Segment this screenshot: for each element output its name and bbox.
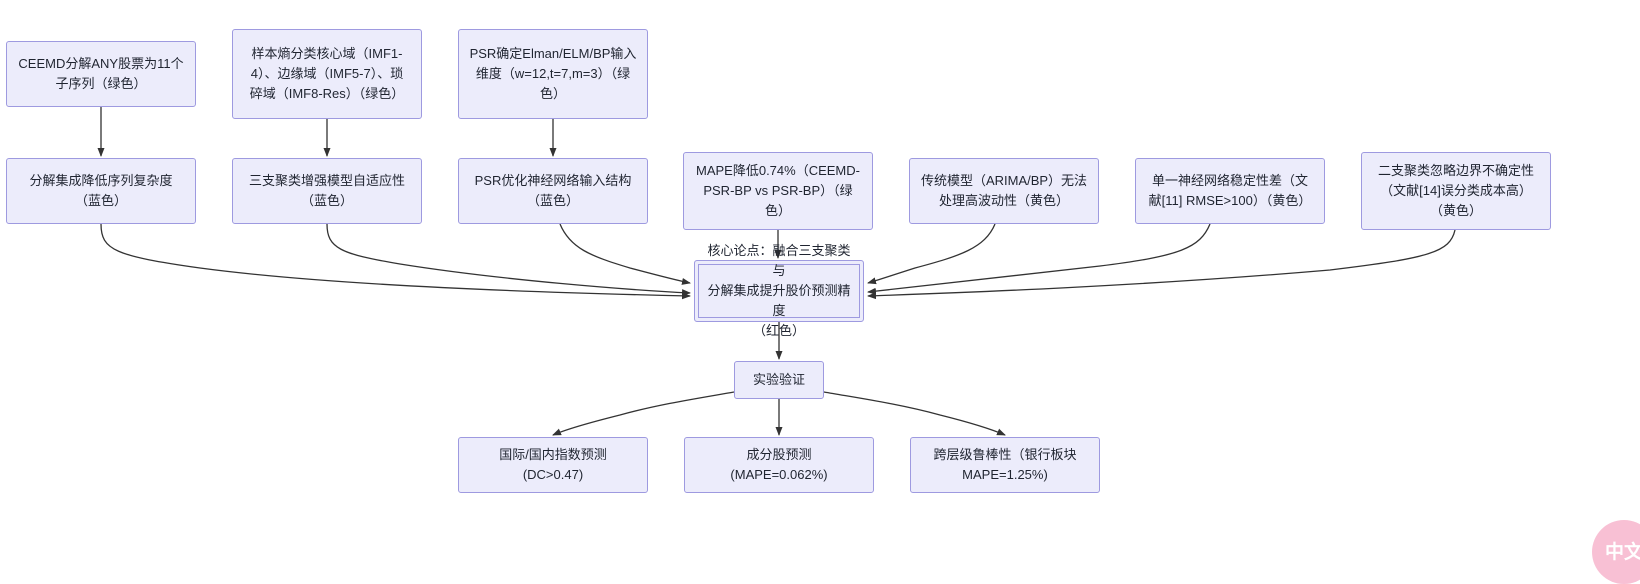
node-label: 核心论点：融合三支聚类与 分解集成提升股价预测精度 （红色） — [707, 243, 851, 338]
edge-n4-to-core — [100, 223, 691, 300]
node-n9[interactable]: 单一神经网络稳定性差（文 献[11] RMSE>100）（黄色） — [1135, 158, 1325, 224]
node-label: PSR优化神经网络输入结构 （蓝色） — [474, 173, 632, 208]
node-label: MAPE降低0.74%（CEEMD- PSR-BP vs PSR-BP）（绿 色… — [696, 163, 860, 218]
node-label: 成分股预测 (MAPE=0.062%) — [730, 447, 828, 482]
node-r2[interactable]: 成分股预测 (MAPE=0.062%) — [684, 437, 874, 493]
node-n3[interactable]: PSR确定Elman/ELM/BP输入 维度（w=12,t=7,m=3）（绿 色… — [458, 29, 648, 119]
node-label: 样本熵分类核心域（IMF1- 4）、边缘域（IMF5-7）、琐 碎域（IMF8-… — [249, 46, 405, 101]
node-label: 三支聚类增强模型自适应性 （蓝色） — [248, 173, 405, 208]
node-label: 跨层级鲁棒性（银行板块 MAPE=1.25%) — [933, 447, 1077, 482]
node-r1[interactable]: 国际/国内指数预测 (DC>0.47) — [458, 437, 648, 493]
edge-exp-to-r1 — [552, 391, 735, 436]
node-n4[interactable]: 分解集成降低序列复杂度 （蓝色） — [6, 158, 196, 224]
node-exp[interactable]: 实验验证 — [734, 361, 824, 399]
watermark-label: 中文 — [1604, 541, 1640, 563]
edge-n5-to-core — [326, 223, 691, 297]
edge-n10-to-core — [867, 229, 1456, 300]
node-label: 实验验证 — [752, 372, 805, 387]
node-n1[interactable]: CEEMD分解ANY股票为11个 子序列（绿色） — [6, 41, 196, 107]
edge-exp-to-r3 — [823, 391, 1006, 436]
edge-n9-to-core — [867, 223, 1211, 295]
edge-n6-to-core — [559, 223, 691, 285]
node-label: 二支聚类忽略边界不确定性 （文献[14]误分类成本高） （黄色） — [1377, 163, 1534, 218]
node-label: CEEMD分解ANY股票为11个 子序列（绿色） — [18, 56, 184, 91]
node-n10[interactable]: 二支聚类忽略边界不确定性 （文献[14]误分类成本高） （黄色） — [1361, 152, 1551, 230]
node-label: 单一神经网络稳定性差（文 献[11] RMSE>100）（黄色） — [1148, 173, 1312, 208]
node-label: PSR确定Elman/ELM/BP输入 维度（w=12,t=7,m=3）（绿 色… — [469, 46, 637, 101]
node-n2[interactable]: 样本熵分类核心域（IMF1- 4）、边缘域（IMF5-7）、琐 碎域（IMF8-… — [232, 29, 422, 119]
node-label: 国际/国内指数预测 (DC>0.47) — [499, 447, 607, 482]
node-label: 分解集成降低序列复杂度 （蓝色） — [29, 173, 173, 208]
node-n8[interactable]: 传统模型（ARIMA/BP）无法 处理高波动性（黄色） — [909, 158, 1099, 224]
node-r3[interactable]: 跨层级鲁棒性（银行板块 MAPE=1.25%) — [910, 437, 1100, 493]
node-n7[interactable]: MAPE降低0.74%（CEEMD- PSR-BP vs PSR-BP）（绿 色… — [683, 152, 873, 230]
watermark-badge: 中文 — [1592, 520, 1640, 584]
edge-n8-to-core — [867, 223, 996, 285]
node-n6[interactable]: PSR优化神经网络输入结构 （蓝色） — [458, 158, 648, 224]
node-core[interactable]: 核心论点：融合三支聚类与 分解集成提升股价预测精度 （红色） — [694, 243, 864, 338]
node-label: 传统模型（ARIMA/BP）无法 处理高波动性（黄色） — [920, 173, 1088, 208]
node-n5[interactable]: 三支聚类增强模型自适应性 （蓝色） — [232, 158, 422, 224]
